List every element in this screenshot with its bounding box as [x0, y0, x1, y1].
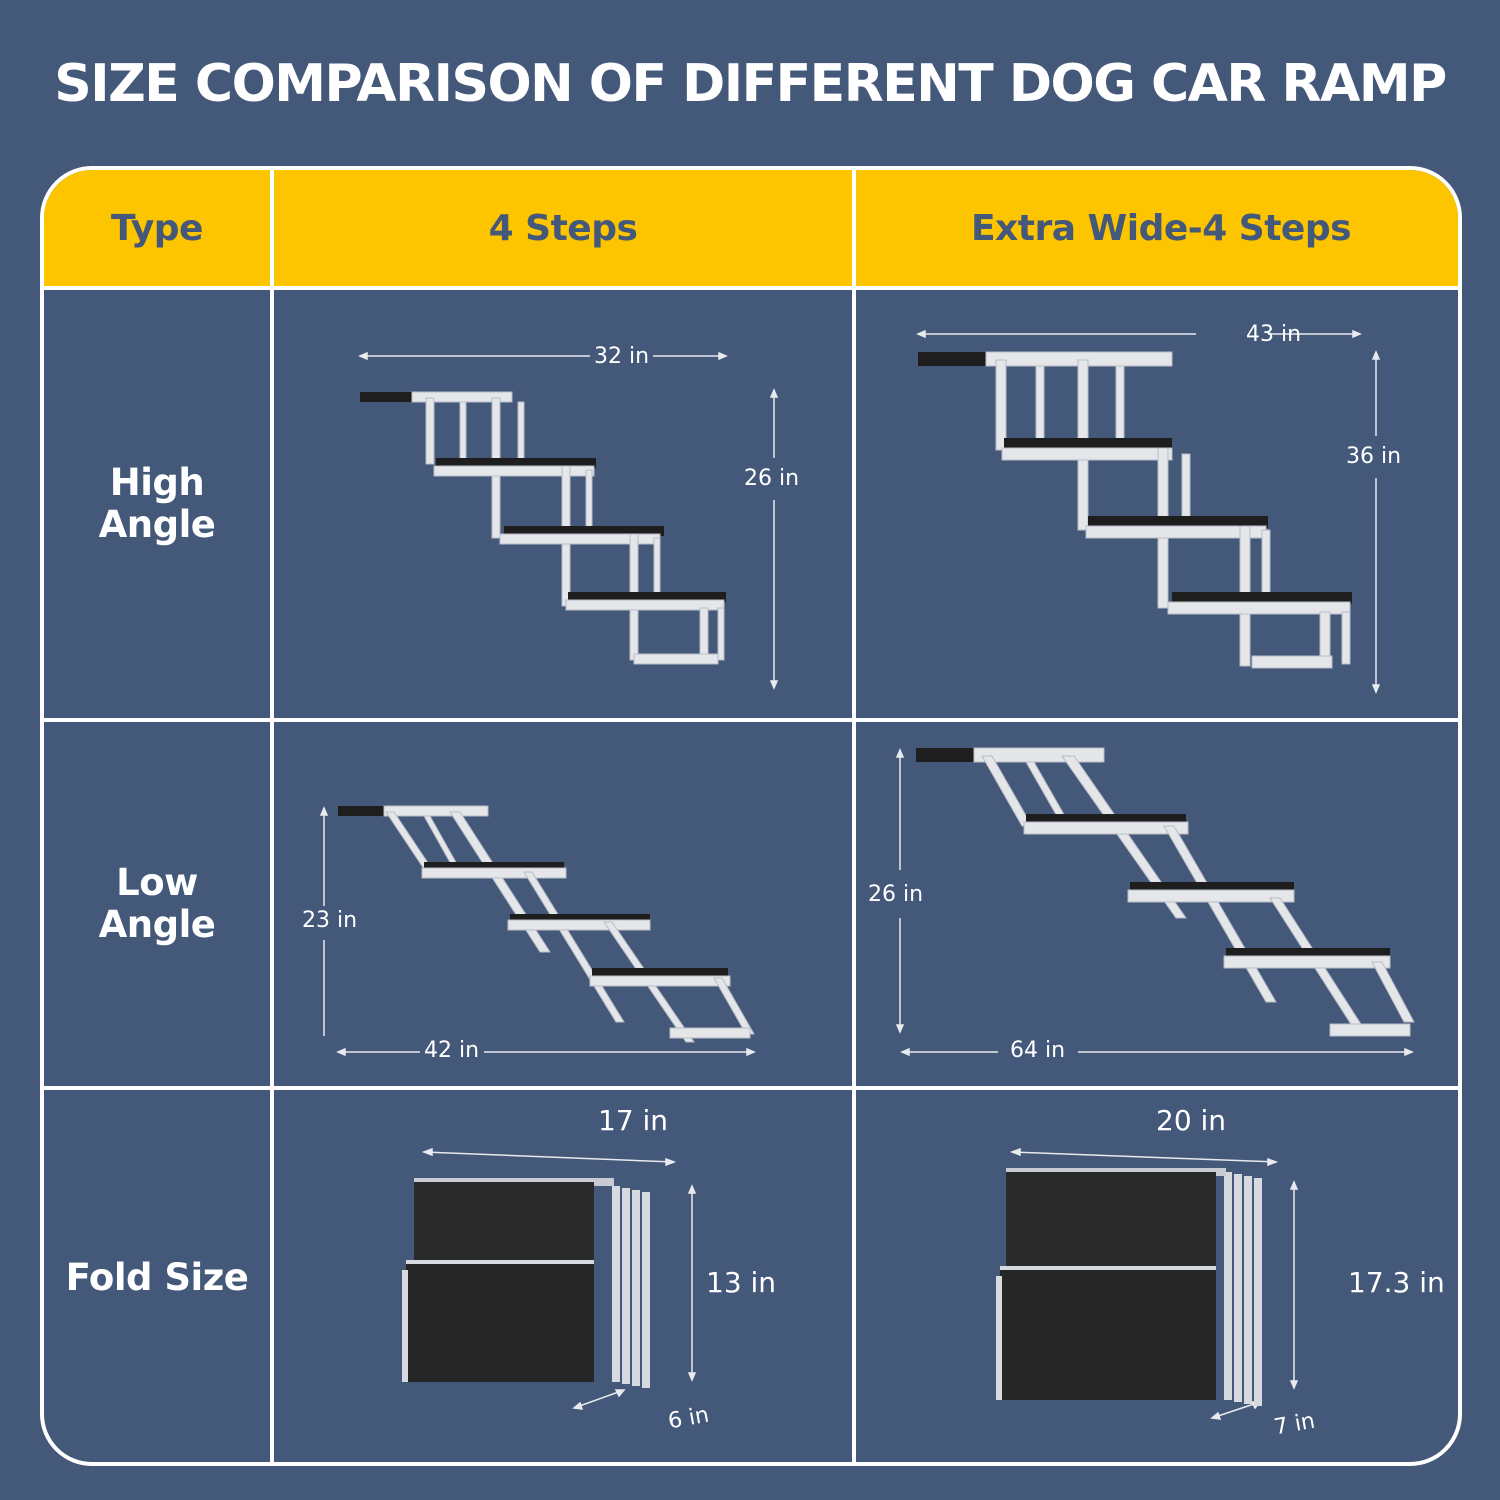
low-angle-extra-wide-ramp-icon [895, 747, 1415, 1057]
row-divider [44, 1086, 1458, 1090]
page-title: SIZE COMPARISON OF DIFFERENT DOG CAR RAM… [54, 54, 1447, 114]
dimension-height: 26 in [868, 882, 924, 907]
folded-ramp-4-steps-icon [402, 1147, 697, 1410]
stair-frame [916, 747, 1415, 1037]
dimension-width: 43 in [1246, 322, 1302, 347]
high-angle-extra-wide-ramp-icon [916, 329, 1381, 694]
dimension-width: 20 in [1156, 1104, 1227, 1137]
cell-high-angle-extra-wide: 43 in 36 in [856, 290, 1458, 718]
stair-frame [338, 805, 755, 1043]
row-label-fold-size: Fold Size [65, 1256, 249, 1299]
folded-ramp-extra-wide-icon [996, 1147, 1299, 1420]
cell-low-angle-4-steps: 23 in 42 in [274, 722, 852, 1086]
cell-high-angle-4-steps: 32 in 26 in [274, 290, 852, 718]
column-divider [270, 170, 274, 1462]
column-divider [852, 170, 856, 1462]
dimension-height: 26 in [744, 466, 800, 491]
dimension-length: 42 in [424, 1038, 480, 1063]
dimension-width: 32 in [590, 344, 654, 369]
low-angle-4-steps-ramp-icon [319, 805, 756, 1057]
header-extra-wide-4-steps: Extra Wide-4 Steps [856, 170, 1458, 286]
dimension-length: 64 in [1010, 1038, 1066, 1063]
folded-panels [402, 1178, 650, 1388]
cell-fold-size-extra-wide: 20 in 17.3 in 7 in [856, 1090, 1458, 1462]
cell-low-angle-extra-wide: 26 in 64 in [856, 722, 1458, 1086]
high-angle-4-steps-ramp-icon [358, 351, 779, 690]
stair-frame [918, 351, 1352, 669]
dimension-width: 17 in [598, 1104, 669, 1137]
row-divider [44, 718, 1458, 722]
dimension-height: 17.3 in [1348, 1266, 1445, 1299]
dimension-height: 36 in [1346, 444, 1402, 469]
dimension-height: 13 in [706, 1266, 777, 1299]
header-4-steps: 4 Steps [274, 170, 852, 286]
folded-panels [996, 1168, 1262, 1406]
row-divider [44, 286, 1458, 290]
dimension-height: 23 in [302, 908, 358, 933]
stair-frame [360, 391, 726, 665]
cell-fold-size-4-steps: 17 in 13 in 6 in [274, 1090, 852, 1462]
header-type: Type [44, 170, 270, 286]
